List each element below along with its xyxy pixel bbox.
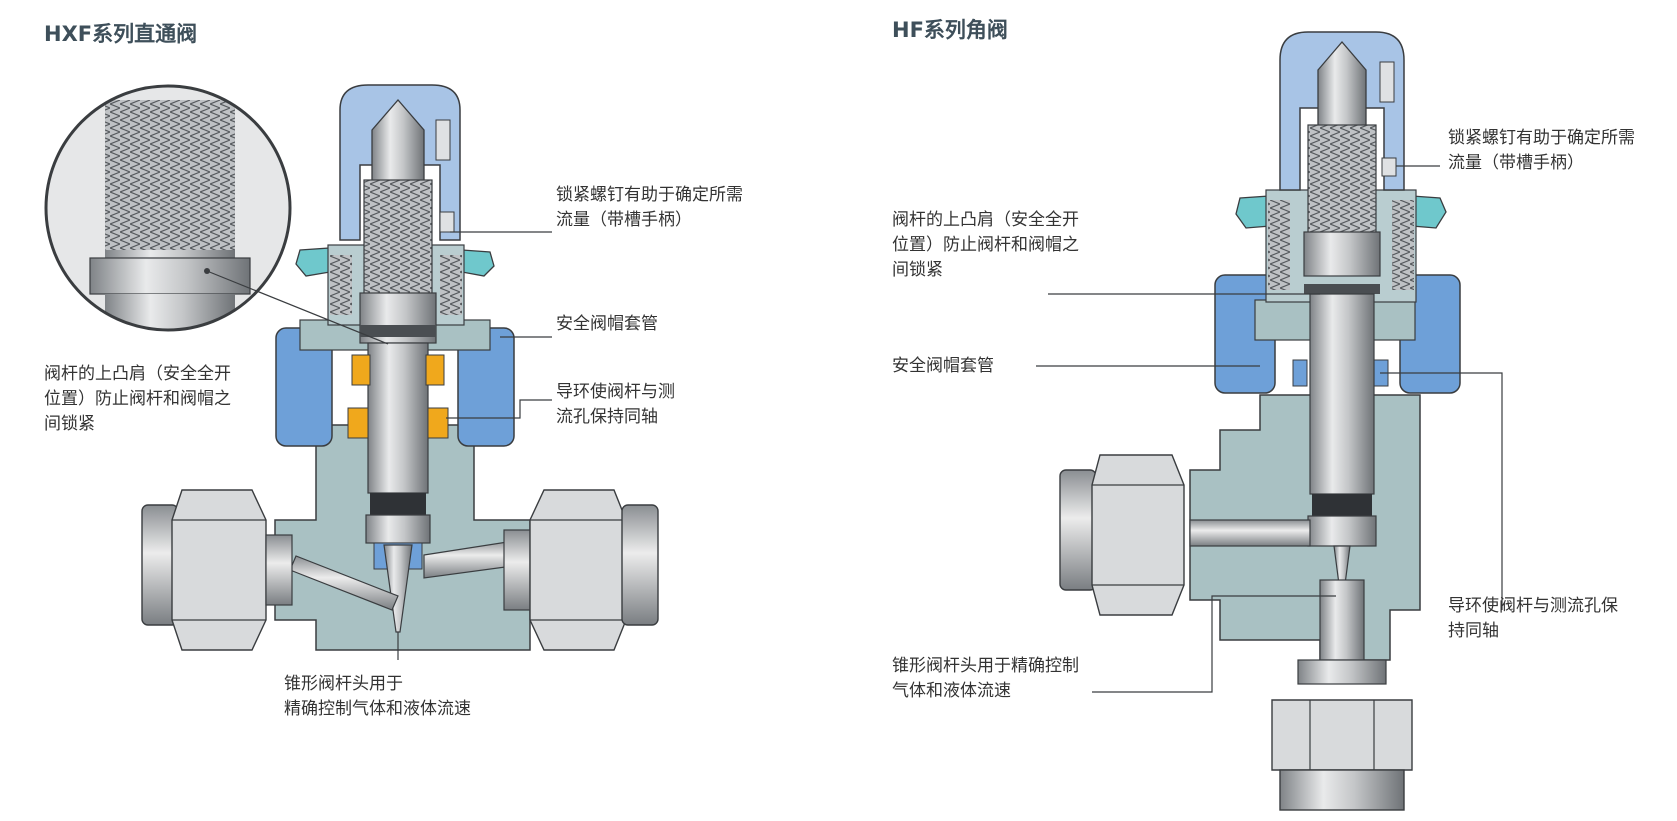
leader-lines — [1036, 165, 1503, 693]
leader-lines — [206, 231, 552, 660]
label-line: 导环使阀杆与测流孔保 — [1448, 596, 1618, 616]
label-guide-ring: 导环使阀杆与测流孔保 持同轴 — [1448, 594, 1618, 644]
label-line: 锁紧螺钉有助于确定所需 — [556, 185, 743, 205]
label-line: 锥形阀杆头用于 — [284, 674, 403, 694]
label-line: 持同轴 — [1448, 621, 1499, 641]
valve-stem — [359, 99, 437, 633]
valve-stem — [1303, 41, 1381, 661]
label-safety-cap: 安全阀帽套管 — [892, 356, 994, 376]
label-line: 位置）防止阀杆和阀帽之 — [892, 235, 1079, 255]
label-line: 位置）防止阀杆和阀帽之 — [44, 389, 231, 409]
label-line: 气体和液体流速 — [892, 681, 1011, 701]
label-lock-screw: 锁紧螺钉有助于确定所需 流量（带槽手柄） — [556, 183, 743, 233]
panel-title: HF系列角阀 — [892, 18, 1008, 42]
label-line: 锁紧螺钉有助于确定所需 — [1448, 128, 1635, 148]
right-fitting — [503, 489, 659, 651]
panel-title: HXF系列直通阀 — [44, 22, 198, 46]
handle-cap — [1279, 31, 1405, 191]
bottom-fitting — [1271, 659, 1413, 811]
label-line: 流量（带槽手柄） — [556, 210, 692, 230]
straight-valve-diagram — [44, 84, 659, 660]
label-line: 阀杆的上凸肩（安全全开 — [892, 210, 1079, 230]
label-cone-tip: 锥形阀杆头用于精确控制 气体和液体流速 — [892, 654, 1079, 704]
label-lock-screw: 锁紧螺钉有助于确定所需 流量（带槽手柄） — [1448, 126, 1635, 176]
label-line: 精确控制气体和液体流速 — [284, 699, 471, 719]
label-line: 阀杆的上凸肩（安全全开 — [44, 364, 231, 384]
magnifier-detail — [44, 84, 292, 332]
label-line: 间锁紧 — [892, 260, 943, 280]
left-fitting — [141, 489, 293, 651]
label-line: 流量（带槽手柄） — [1448, 153, 1584, 173]
label-safety-cap: 安全阀帽套管 — [556, 314, 658, 334]
angle-valve-diagram — [1036, 31, 1503, 811]
label-line: 间锁紧 — [44, 414, 95, 434]
label-cone-tip: 锥形阀杆头用于 精确控制气体和液体流速 — [284, 672, 471, 722]
label-line: 导环使阀杆与测 — [556, 382, 675, 402]
side-fitting — [1059, 454, 1311, 616]
label-line: 锥形阀杆头用于精确控制 — [892, 656, 1079, 676]
bonnet — [1214, 274, 1461, 394]
guide-ring — [347, 354, 449, 439]
label-shoulder: 阀杆的上凸肩（安全全开 位置）防止阀杆和阀帽之 间锁紧 — [44, 362, 231, 437]
label-line: 流孔保持同轴 — [556, 407, 658, 427]
label-guide-ring: 导环使阀杆与测 流孔保持同轴 — [556, 380, 675, 430]
straight-valve-panel: HXF系列直通阀 — [44, 22, 743, 722]
angle-valve-panel: HF系列角阀 — [860, 0, 1677, 821]
label-shoulder: 阀杆的上凸肩（安全全开 位置）防止阀杆和阀帽之 间锁紧 — [892, 208, 1079, 283]
